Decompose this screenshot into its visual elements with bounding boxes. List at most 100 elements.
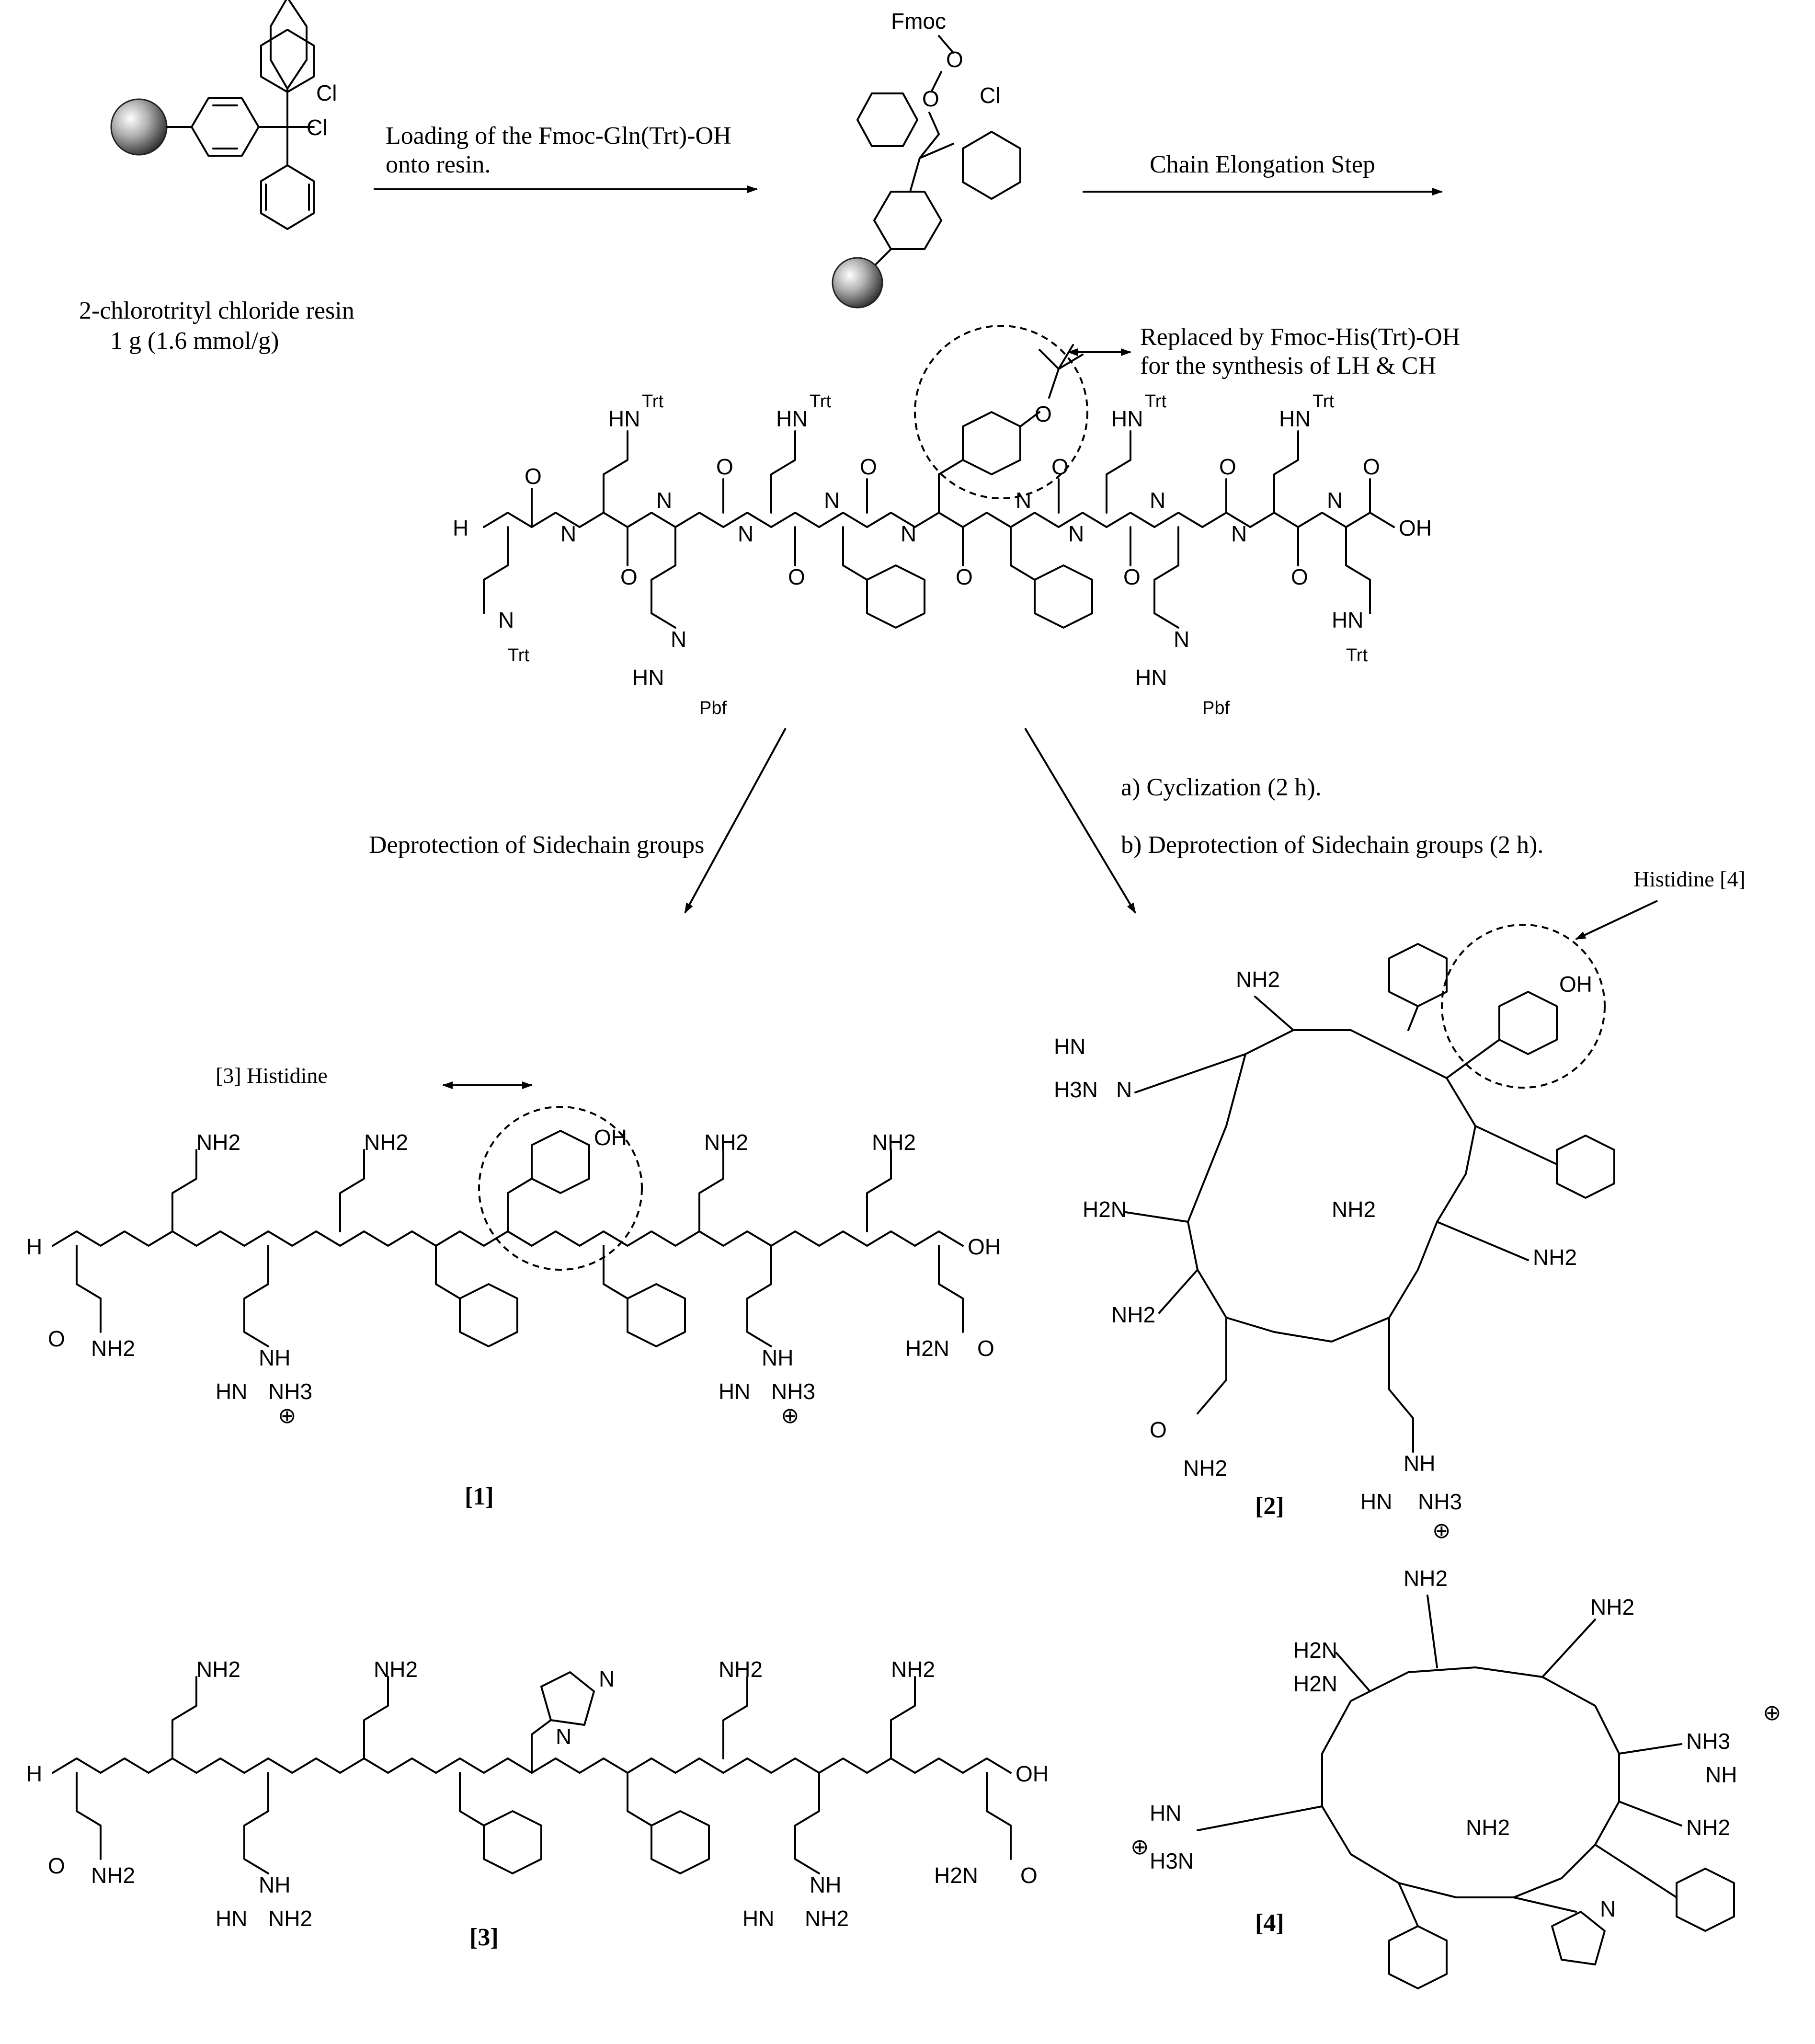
loading-label-line2: onto resin. [386,151,491,178]
pp-o9: O [1219,454,1236,479]
pp-hn-arg2: HN [1135,665,1167,690]
pp-pbf2: Pbf [1202,698,1230,718]
pp-o5: O [860,454,877,479]
pp-n3: N [738,521,753,546]
c4-nh2-mid: NH2 [1466,1815,1510,1840]
pp-trt4: Trt [1313,391,1334,412]
pp-hn1: HN [608,406,640,431]
c1-annot: [3] Histidine [216,1063,328,1088]
c2-nh2-top: NH2 [1236,967,1280,992]
pp-n8: N [1150,488,1165,513]
c2-h3n1: H3N [1054,1077,1098,1102]
c2-nh-gua: HN [1054,1034,1085,1059]
c4-nh-right: NH [1705,1762,1737,1787]
pp-trt2: Trt [810,391,831,412]
c1-o-gln2: O [977,1336,994,1361]
c4-plus-right: ⊕ [1763,1700,1781,1725]
c2-hn-arg: HN [1360,1489,1392,1514]
pp-oh: OH [1399,516,1432,540]
pp-o11: O [1363,454,1380,479]
loaded-o2: O [922,86,939,111]
pp-hn-gln2: HN [1332,608,1363,632]
c2-nh2-gln: NH2 [1111,1302,1155,1327]
c3-nh-arg2: NH [810,1872,841,1897]
hist4-annot: Histidine [4] [1633,867,1746,891]
replace-label-line2: for the synthesis of LH & CH [1140,352,1436,379]
c3-his-n2: N [599,1666,615,1691]
resin-amount: 1 g (1.6 mmol/g) [110,327,279,355]
deprotect-left-label: Deprotection of Sidechain groups [369,831,704,859]
c2-nh3-arg: NH3 [1418,1489,1462,1514]
c4-h3n-left: H3N [1150,1849,1194,1873]
loading-label-line1: Loading of the Fmoc-Gln(Trt)-OH [386,122,731,149]
c4-nh2-top2: NH2 [1590,1595,1634,1619]
c1-nh-arg1: NH [259,1345,290,1370]
c1-nh2-asn2: NH2 [364,1130,408,1155]
c3-oh: OH [1016,1761,1049,1786]
pp-trt1: Trt [642,391,663,412]
c3-hn-arg2: HN [742,1906,774,1931]
c1-h2n-gln2: H2N [905,1336,949,1361]
c1-nh3-arg1: NH3 [268,1379,312,1404]
pp-h: H [453,516,468,540]
resin-cl-ring-atom: Cl [316,80,337,105]
c4-plus-left: ⊕ [1130,1834,1149,1859]
c1-oh: OH [968,1234,1001,1259]
c1-nh3-arg2: NH3 [771,1379,815,1404]
elongation-label: Chain Elongation Step [1150,151,1375,178]
hist4-arrow [1575,900,1658,940]
pp-n10: N [1327,488,1343,513]
c2-nh2-right: NH2 [1533,1245,1577,1270]
pp-hn2: HN [776,406,808,431]
c3-h2n-gln2: H2N [934,1863,978,1888]
c1-nh2-asn4: NH2 [872,1130,916,1155]
fmoc-label: Fmoc [891,9,946,34]
compound-2-label: [2] [1255,1493,1284,1520]
pp-pbf1: Pbf [699,698,727,718]
c2-tyr-oh: OH [1559,972,1592,997]
c1-nh2-asn3: NH2 [704,1130,748,1155]
loaded-cl: Cl [980,83,1000,108]
resin-name: 2-chlorotrityl chloride resin [79,297,354,324]
c3-nh2-arg1: NH2 [268,1906,312,1931]
pp-n7: N [1068,521,1084,546]
c2-h2n-left: H2N [1083,1197,1127,1222]
chlorotrityl-resin-structure: Cl Cl [110,0,337,230]
pp-nh-arg1: N [671,627,686,652]
c4-nh3-right: NH3 [1686,1729,1730,1754]
pp-o10: O [1291,564,1308,589]
c1-tyr-oh: OH [594,1125,627,1150]
pp-o4: O [788,564,805,589]
c2-nh2-mid: NH2 [1332,1197,1376,1222]
resin-bead-icon [110,98,168,156]
c1-h: H [26,1234,42,1259]
c1-hn-arg1: HN [216,1379,247,1404]
pp-n6: N [1016,488,1031,513]
compound-3-label: [3] [469,1924,499,1951]
c2-tyr-circle [1441,924,1606,1089]
c4-hn-left: HN [1150,1801,1181,1826]
cyclization-label: a) Cyclization (2 h). [1121,774,1322,801]
compound-4-structure: NH2 NH2 H2N H2N NH3 NH ⊕ NH2 HN H3N ⊕ NH… [1130,1566,1781,1989]
cyclization-arrow [1024,727,1136,914]
c3-o-gln2: O [1020,1863,1038,1888]
pp-hn4: HN [1279,406,1311,431]
compound-2-structure: Histidine [4] OH HN H3N N NH2 H2N NH2 NH… [1054,867,1746,1543]
loaded-resin-structure: Fmoc O O Cl [832,9,1021,309]
deprotect-right-label: b) Deprotection of Sidechain groups (2 h… [1121,831,1543,859]
c3-nh2-asn2: NH2 [374,1657,418,1682]
pp-trt3: Trt [1145,391,1166,412]
c3-hn-arg1: HN [216,1906,247,1931]
resin-cl-atom: Cl [307,115,327,140]
pp-n4: N [824,488,840,513]
c1-plus2: ⊕ [781,1403,799,1428]
pp-o2: O [620,564,638,589]
c2-plus: ⊕ [1432,1518,1451,1543]
c2-nh2-bottom: NH2 [1183,1456,1227,1481]
c3-o-gln1: O [48,1853,65,1878]
deprotect-arrow-left [684,728,787,914]
c3-nh2-gln1: NH2 [91,1863,135,1888]
c3-nh-arg1: NH [259,1872,290,1897]
c1-hn-arg2: HN [719,1379,750,1404]
